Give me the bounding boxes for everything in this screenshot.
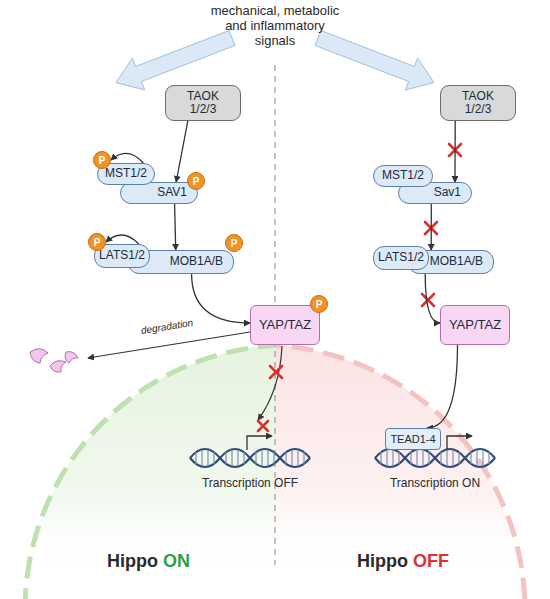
- promoter-arrow: [247, 436, 272, 450]
- arrow-connector: [427, 345, 458, 428]
- phospho-badge: P: [225, 234, 243, 252]
- node-text: MST1/2: [382, 169, 424, 182]
- kinase-box: TAOK 1/2/3: [440, 85, 516, 121]
- node-text: TEAD1-4: [390, 433, 435, 445]
- promoter-arrow: [447, 436, 472, 450]
- state-word: OFF: [413, 551, 483, 572]
- arrow-connector: [431, 204, 432, 250]
- degraded-fragment: [65, 352, 78, 363]
- phospho-badge: P: [187, 172, 205, 190]
- arrow-connector: [192, 274, 250, 323]
- arrow-connector: [454, 121, 456, 182]
- effector-box: YAP/TAZ: [250, 305, 320, 345]
- node-text: MOB1A/B: [170, 255, 223, 268]
- node-text: P: [316, 299, 323, 310]
- node-text: LATS1/2: [99, 249, 145, 262]
- signal-arrow: [116, 31, 235, 90]
- nuclear-entry-arrow: [258, 346, 282, 420]
- adaptor-box: SAV1: [120, 182, 198, 204]
- phospho-badge: P: [93, 151, 111, 169]
- panel-title: Hippo: [40, 551, 158, 572]
- arrow-connector: [175, 204, 176, 250]
- node-text: P: [193, 176, 200, 187]
- node-text: TAOK 1/2/3: [182, 90, 224, 116]
- node-text: YAP/TAZ: [259, 318, 311, 332]
- node-text: YAP/TAZ: [449, 318, 501, 332]
- node-text: P: [94, 237, 101, 248]
- kinase-box: TAOK 1/2/3: [165, 85, 241, 121]
- node-text: MST1/2: [105, 167, 147, 180]
- node-text: SAV1: [157, 186, 187, 199]
- node-text: LATS1/2: [378, 251, 424, 264]
- nucleus-on: [25, 345, 275, 599]
- node-text: P: [231, 238, 238, 249]
- node-text: P: [99, 155, 106, 166]
- transcription-label: Transcription ON: [370, 477, 500, 491]
- arrow-label: degradation: [112, 312, 222, 341]
- kinase-box: MST1/2: [373, 165, 433, 187]
- phospho-badge: P: [88, 233, 106, 251]
- dna-helix: [190, 449, 310, 467]
- degradation-arrow: [88, 332, 250, 358]
- transcription-label: Transcription OFF: [185, 477, 315, 491]
- kinase-box: LATS1/2: [373, 246, 429, 270]
- arrow-connector: [425, 274, 440, 323]
- arrow-connector: [111, 153, 143, 163]
- nucleus-off: [275, 345, 525, 599]
- effector-box: YAP/TAZ: [440, 305, 510, 345]
- signal-arrow: [315, 31, 434, 90]
- state-word: ON: [163, 551, 223, 572]
- arrow-connector: [176, 121, 188, 182]
- phospho-badge: P: [310, 295, 328, 313]
- degraded-fragment: [50, 361, 66, 372]
- panel-title: Hippo: [290, 551, 408, 572]
- arrow-connector: [106, 235, 139, 244]
- degraded-fragment: [30, 349, 48, 363]
- node-text: MOB1A/B: [430, 255, 483, 268]
- node-text: TAOK 1/2/3: [457, 90, 499, 116]
- node-text: Sav1: [434, 186, 461, 199]
- dna-helix: [375, 449, 495, 467]
- transcription-factor-box: TEAD1-4: [385, 428, 441, 450]
- signal-caption: mechanical, metabolic and inflammatory s…: [205, 4, 345, 49]
